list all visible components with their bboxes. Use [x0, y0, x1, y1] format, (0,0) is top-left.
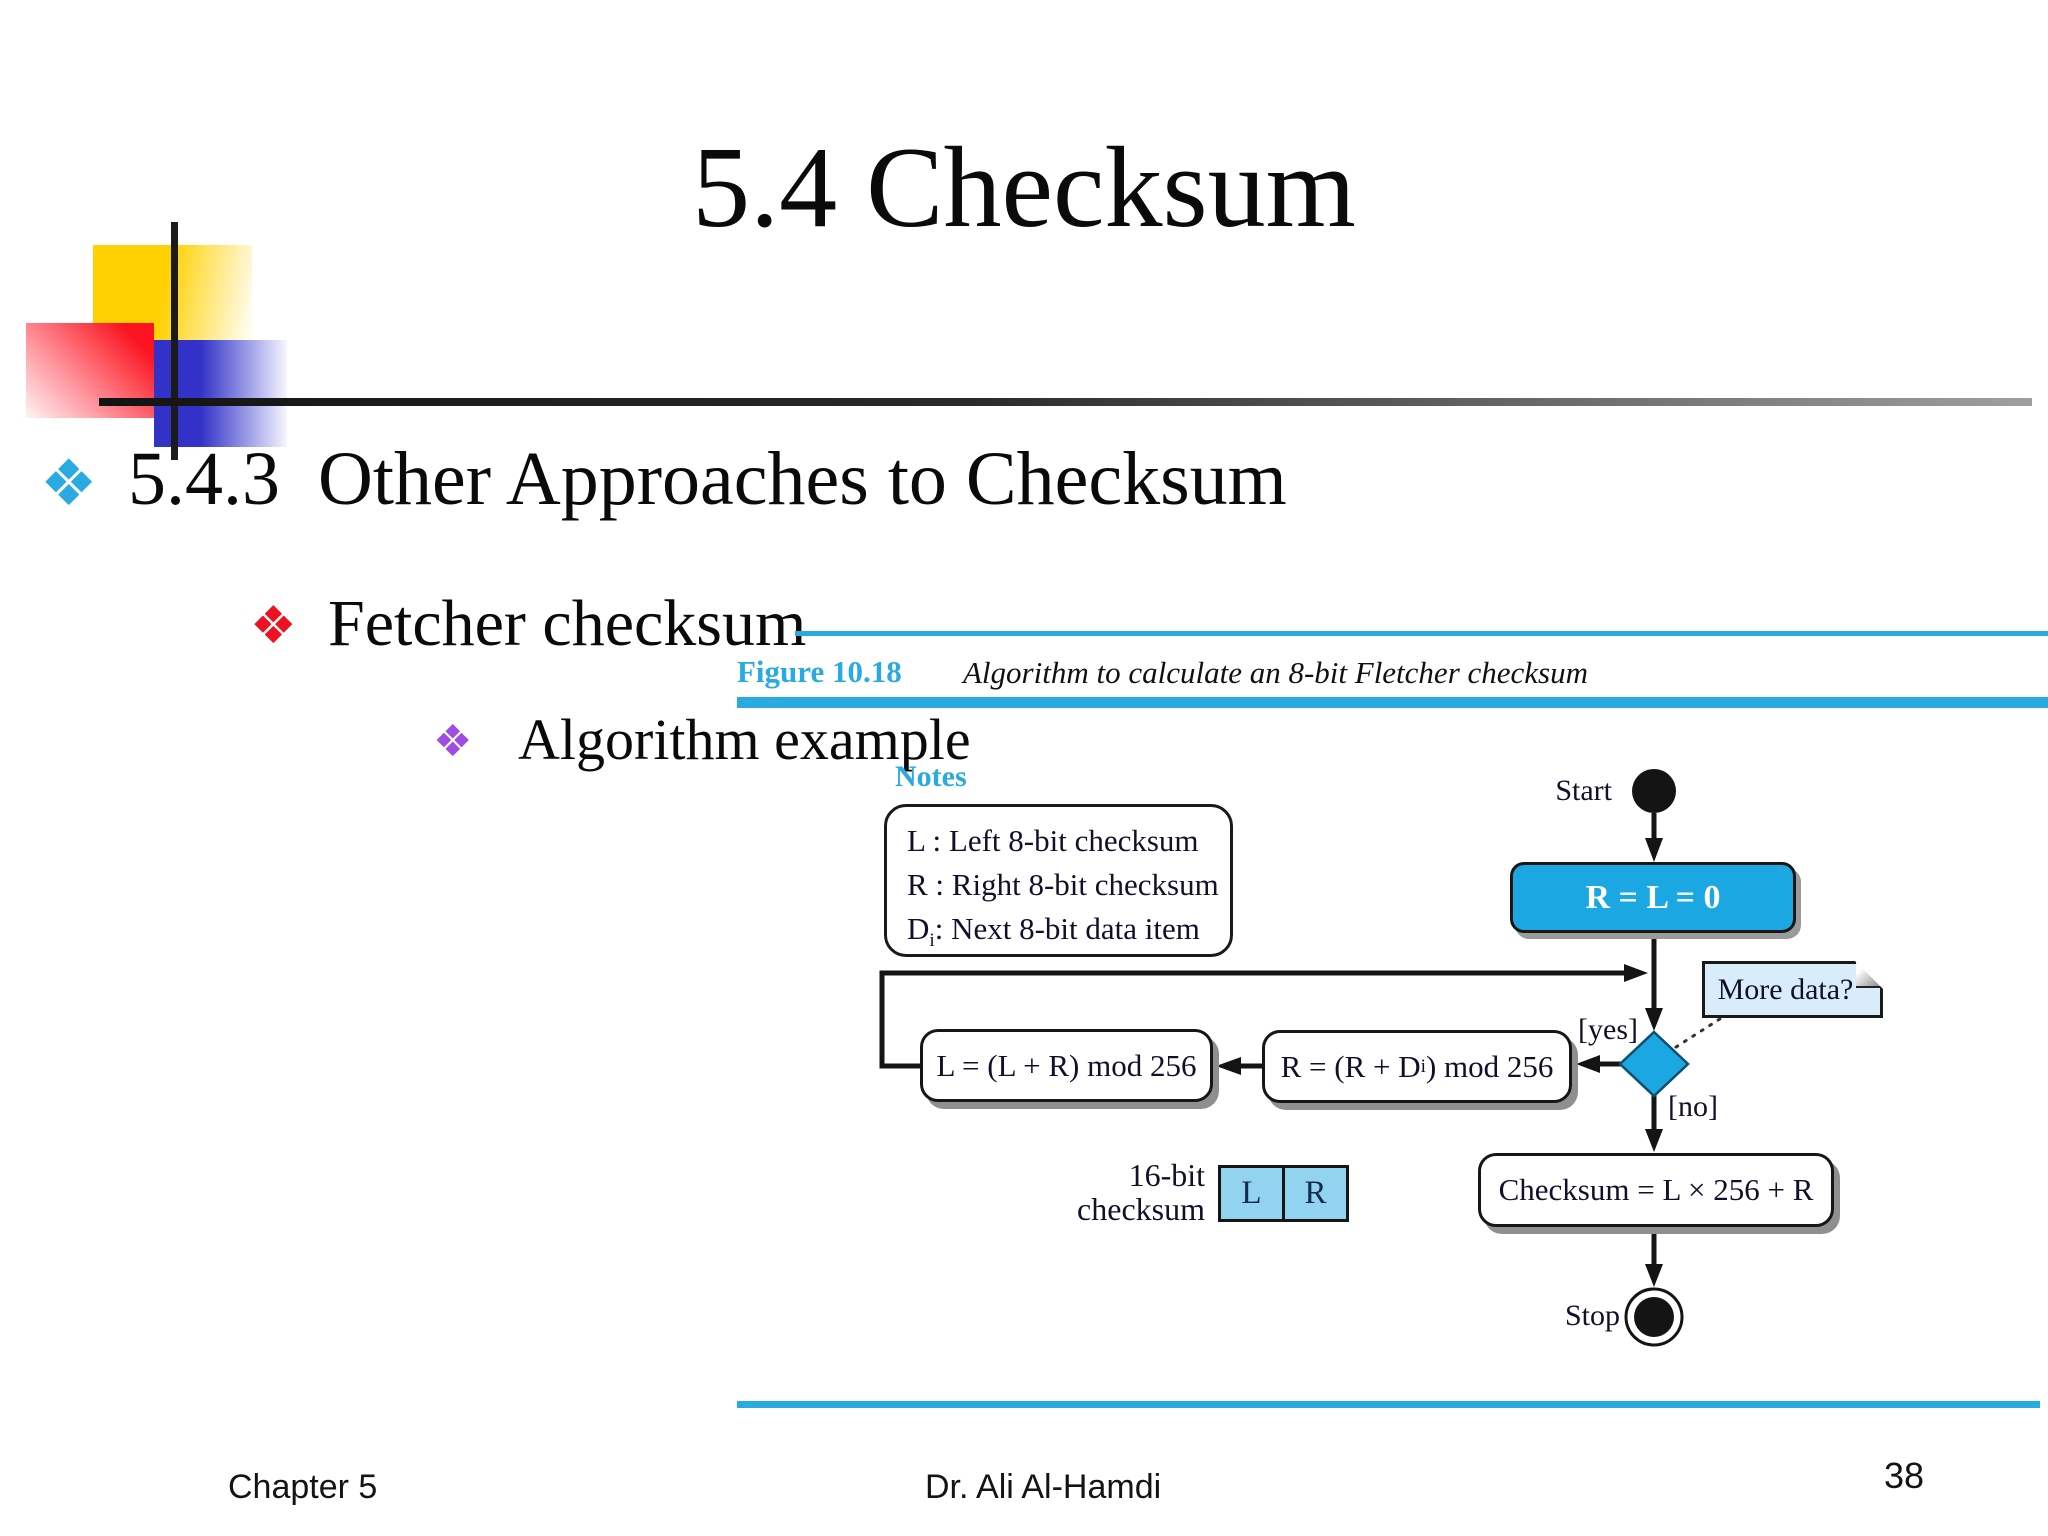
figure-caption: Algorithm to calculate an 8-bit Fletcher…: [963, 655, 1588, 690]
yes-edge-label: [yes]: [1578, 1013, 1638, 1046]
arrowhead: [1576, 1055, 1600, 1073]
footer-page-number: 38: [1884, 1455, 1925, 1496]
arrowhead: [1216, 1057, 1241, 1075]
slide-title: 5.4 Checksum: [692, 124, 1356, 252]
result-label: 16-bit checksum: [1077, 1157, 1205, 1227]
start-label: Start: [1555, 774, 1612, 807]
diamond-bullet-icon: ❖: [433, 716, 473, 767]
arrowhead: [1645, 838, 1663, 862]
folded-corner-icon: [1855, 961, 1883, 989]
notes-line: L : Left 8-bit checksum: [907, 823, 1199, 858]
stop-node-ring: [1624, 1287, 1684, 1347]
figure-bottom-rule: [737, 1401, 2040, 1408]
notes-box: L : Left 8-bit checksum R : Right 8-bit …: [884, 804, 1233, 957]
arrowhead: [1645, 1264, 1663, 1287]
heading-level1: 5.4.3 Other Approaches to Checksum: [128, 437, 1287, 521]
checksum-node: Checksum = L × 256 + R: [1478, 1153, 1834, 1227]
cell-right: R: [1282, 1165, 1349, 1222]
logo-vertical-line: [171, 222, 178, 460]
figure-top-rule: [795, 631, 2048, 636]
arrowhead: [1624, 964, 1648, 982]
footer-author: Dr. Ali Al-Hamdi: [925, 1468, 1162, 1506]
diamond-bullet-icon: ❖: [40, 447, 98, 521]
title-divider-rule: [99, 398, 2032, 406]
edge-note-dashed: [1674, 1015, 1725, 1049]
init-node: R = L = 0: [1510, 862, 1796, 933]
figure-caption-rule: [737, 697, 2048, 708]
start-node-circle: [1632, 769, 1676, 813]
cell-left: L: [1218, 1165, 1285, 1222]
figure-number: Figure 10.18: [737, 654, 902, 689]
footer-chapter: Chapter 5: [228, 1468, 378, 1506]
notes-heading: Notes: [895, 760, 967, 793]
arrowhead: [1645, 1008, 1663, 1031]
notes-line: Di: Next 8-bit data item: [907, 911, 1200, 952]
checksum-cells: L R: [1218, 1165, 1349, 1222]
stop-node-circle: [1634, 1297, 1674, 1337]
arrowhead: [1645, 1129, 1663, 1152]
notes-line: R : Right 8-bit checksum: [907, 867, 1219, 902]
no-edge-label: [no]: [1668, 1090, 1718, 1123]
more-data-note: More data?: [1702, 961, 1883, 1018]
heading-level3: Algorithm example: [518, 707, 971, 772]
stop-label: Stop: [1564, 1299, 1620, 1332]
l-update-node: L = (L + R) mod 256: [920, 1029, 1213, 1102]
heading-level2: Fetcher checksum: [328, 587, 807, 660]
diamond-bullet-icon: ❖: [250, 596, 297, 656]
